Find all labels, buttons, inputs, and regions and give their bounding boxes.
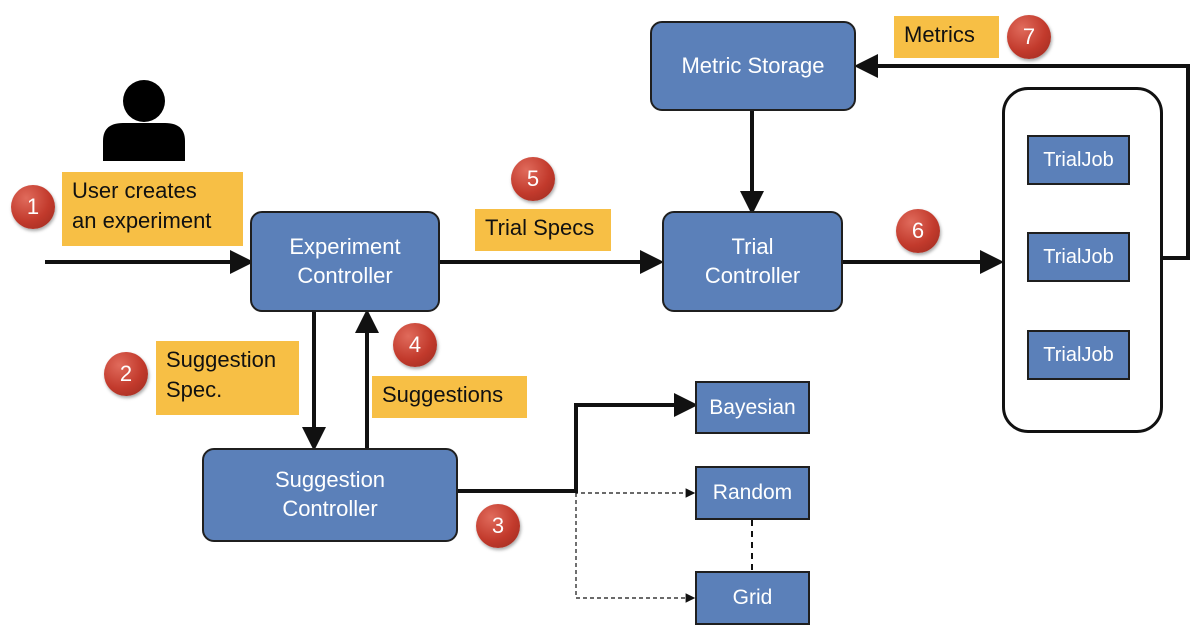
step-badge-2: 2 xyxy=(104,352,148,396)
grid-node[interactable]: Grid xyxy=(695,571,810,625)
suggestion-spec-label: Suggestion Spec. xyxy=(156,341,299,415)
step-badge-1: 1 xyxy=(11,185,55,229)
metric-storage-node[interactable]: Metric Storage xyxy=(650,21,856,111)
trial-specs-label: Trial Specs xyxy=(475,209,611,251)
arrow-suggestion-to-grid xyxy=(575,493,696,603)
suggestions-label: Suggestions xyxy=(372,376,527,418)
step-badge-5: 5 xyxy=(511,157,555,201)
arrow-suggestion-to-random xyxy=(575,488,696,498)
trial-job-node[interactable]: TrialJob xyxy=(1027,330,1130,380)
person-icon xyxy=(103,80,185,161)
bayesian-label: Bayesian xyxy=(709,395,796,419)
suggestion-controller-label: Suggestion Controller xyxy=(274,467,386,521)
bayesian-node[interactable]: Bayesian xyxy=(695,381,810,434)
trial-job-label: TrialJob xyxy=(1043,246,1114,268)
trial-job-node[interactable]: TrialJob xyxy=(1027,135,1130,185)
random-label: Random xyxy=(712,481,793,505)
trial-job-label: TrialJob xyxy=(1043,344,1114,366)
user-creates-label: User creates an experiment xyxy=(62,172,243,246)
experiment-controller-label: Experiment Controller xyxy=(289,233,401,288)
metrics-label: Metrics xyxy=(894,16,999,58)
experiment-controller-node[interactable]: Experiment Controller xyxy=(250,211,440,312)
step-badge-3: 3 xyxy=(476,504,520,548)
trial-controller-node[interactable]: Trial Controller xyxy=(662,211,843,312)
suggestion-controller-node[interactable]: Suggestion Controller xyxy=(202,448,458,542)
trial-job-node[interactable]: TrialJob xyxy=(1027,232,1130,282)
grid-label: Grid xyxy=(732,586,773,610)
step-badge-6: 6 xyxy=(896,209,940,253)
arrow-suggestion-to-bayesian xyxy=(458,393,698,493)
trial-job-label: TrialJob xyxy=(1043,149,1114,171)
step-badge-4: 4 xyxy=(393,323,437,367)
trial-controller-label: Trial Controller xyxy=(704,233,801,288)
arrow-jobs-to-metric xyxy=(854,54,1190,260)
step-badge-7: 7 xyxy=(1007,15,1051,59)
metric-storage-label: Metric Storage xyxy=(681,52,825,78)
random-node[interactable]: Random xyxy=(695,466,810,520)
